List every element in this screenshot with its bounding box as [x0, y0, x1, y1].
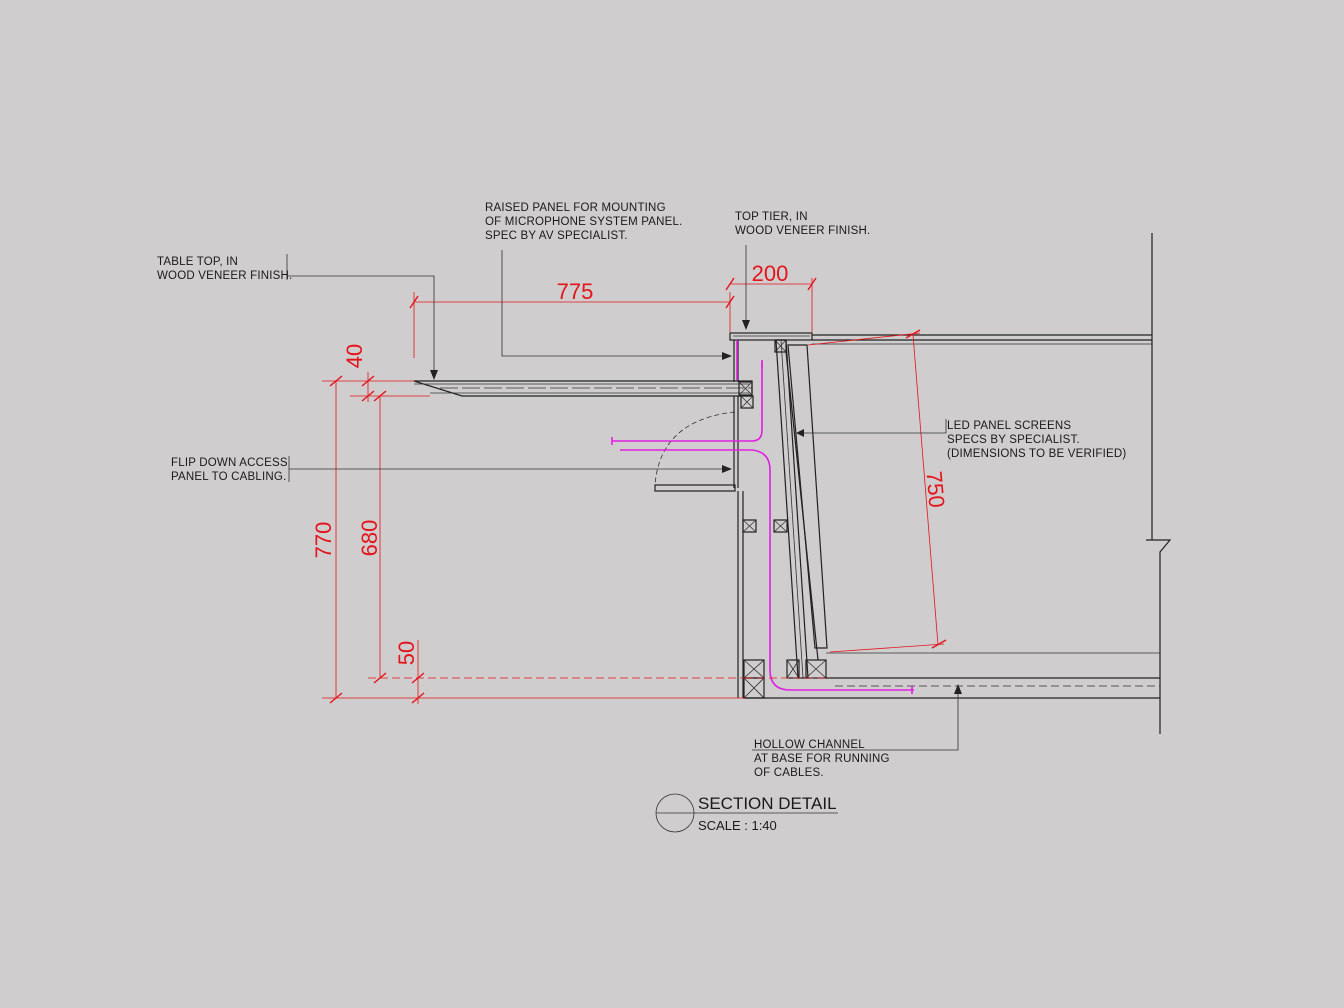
svg-text:RAISED PANEL FOR MOUNTING: RAISED PANEL FOR MOUNTING — [485, 202, 666, 214]
svg-text:PANEL TO CABLING.: PANEL TO CABLING. — [171, 471, 286, 483]
svg-text:SPECS BY SPECIALIST.: SPECS BY SPECIALIST. — [947, 434, 1080, 446]
dim-770: 770 — [311, 522, 336, 559]
dimension-lines — [322, 277, 947, 704]
drawing-title: SECTION DETAIL — [698, 794, 837, 813]
av-cabling — [611, 340, 914, 694]
note-hollow-channel: HOLLOW CHANNEL AT BASE FOR RUNNING OF CA… — [754, 739, 890, 779]
title-block: SECTION DETAIL SCALE : 1:40 — [655, 793, 838, 833]
svg-text:WOOD VENEER FINISH.: WOOD VENEER FINISH. — [735, 225, 870, 237]
svg-text:AT BASE FOR RUNNING: AT BASE FOR RUNNING — [754, 753, 890, 765]
note-top-tier: TOP TIER, IN WOOD VENEER FINISH. — [735, 211, 870, 237]
svg-text:OF MICROPHONE SYSTEM PANEL.: OF MICROPHONE SYSTEM PANEL. — [485, 216, 683, 228]
note-led-panel: LED PANEL SCREENS SPECS BY SPECIALIST. (… — [947, 420, 1126, 460]
structure-linework — [413, 233, 1172, 734]
dim-680: 680 — [357, 520, 382, 557]
svg-text:WOOD VENEER FINISH.: WOOD VENEER FINISH. — [157, 270, 292, 282]
flip-down-swing-arc — [654, 411, 736, 486]
svg-text:TOP TIER, IN: TOP TIER, IN — [735, 211, 808, 223]
svg-text:(DIMENSIONS TO BE VERIFIED): (DIMENSIONS TO BE VERIFIED) — [947, 448, 1126, 460]
led-screen — [787, 344, 828, 649]
flip-down-shelf — [654, 484, 736, 492]
svg-text:SPEC BY AV SPECIALIST.: SPEC BY AV SPECIALIST. — [485, 230, 628, 242]
dim-50: 50 — [394, 641, 419, 665]
timber-blocking — [738, 339, 827, 699]
top-tier-slab — [729, 332, 813, 341]
note-table-top: TABLE TOP, IN WOOD VENEER FINISH. — [157, 256, 292, 282]
dim-750: 750 — [921, 470, 949, 509]
back-wall — [1146, 233, 1172, 734]
svg-text:FLIP DOWN ACCESS: FLIP DOWN ACCESS — [171, 457, 288, 469]
dim-775: 775 — [557, 279, 594, 304]
annotation-leaders — [286, 245, 962, 751]
svg-text:TABLE TOP, IN: TABLE TOP, IN — [157, 256, 238, 268]
svg-text:HOLLOW CHANNEL: HOLLOW CHANNEL — [754, 739, 865, 751]
note-raised-panel: RAISED PANEL FOR MOUNTING OF MICROPHONE … — [485, 202, 683, 242]
note-flip-down: FLIP DOWN ACCESS PANEL TO CABLING. — [171, 457, 288, 483]
dim-200: 200 — [752, 261, 789, 286]
drawing-scale: SCALE : 1:40 — [698, 818, 777, 833]
svg-text:OF CABLES.: OF CABLES. — [754, 767, 824, 779]
svg-text:LED PANEL SCREENS: LED PANEL SCREENS — [947, 420, 1071, 432]
dim-40: 40 — [342, 344, 367, 368]
table-top-slab — [413, 380, 753, 397]
